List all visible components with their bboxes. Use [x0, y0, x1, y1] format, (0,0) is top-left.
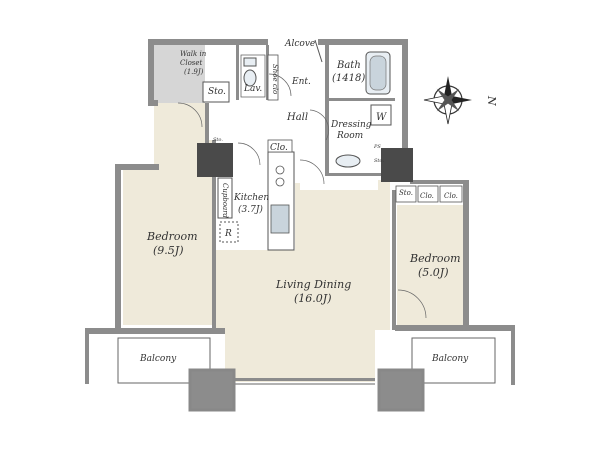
dressing-room-label-2: Room — [336, 131, 363, 141]
sink-icon — [270, 204, 290, 234]
compass-icon — [423, 76, 472, 125]
closet-right-2-label: Clo. — [444, 192, 458, 200]
balcony-right-floor — [411, 337, 496, 384]
refrigerator-label: R — [224, 229, 232, 239]
columns — [188, 143, 425, 412]
shoe-closet-label: Shoe clo — [271, 64, 279, 94]
entrance-label: Ent. — [291, 77, 311, 87]
living-dining-floor — [215, 180, 390, 382]
cupboard-label: Cupboard — [221, 183, 229, 219]
basin-icon — [335, 154, 361, 168]
doors — [177, 39, 427, 319]
bedroom-right-size: (5.0J) — [418, 266, 449, 279]
bedroom-left-floor — [123, 103, 215, 325]
small-tag-2: PS — [373, 144, 381, 150]
small-tag-3: Sto. — [374, 158, 384, 164]
closet-hall-label: Clo. — [270, 143, 288, 153]
toilet-icon — [243, 69, 257, 87]
walk-in-closet-label-2: Closet — [180, 59, 203, 67]
bath-size: (1418) — [332, 73, 365, 84]
walk-in-closet-floor — [153, 45, 205, 103]
walls — [85, 39, 515, 385]
washer-icon — [370, 104, 392, 126]
washer-label: W — [376, 112, 387, 123]
bath-label: Bath — [336, 60, 361, 71]
alcove-label: Alcove — [284, 39, 315, 49]
kitchen-size: (3.7J) — [238, 204, 263, 215]
hall-floor — [205, 100, 325, 140]
fixtures — [202, 51, 463, 251]
bedroom-right-label: Bedroom — [409, 252, 461, 265]
labels: Alcove Walk in Closet (1.9J) Sto. Lav. S… — [139, 39, 469, 364]
bedroom-left-label: Bedroom — [146, 230, 198, 243]
compass-north-label: N — [485, 95, 498, 106]
living-dining-label: Living Dining — [275, 278, 351, 291]
kitchen-label: Kitchen — [233, 193, 269, 203]
walk-in-closet-label-1: Walk in — [180, 50, 207, 58]
hall-label: Hall — [286, 112, 308, 123]
stove-icon — [275, 165, 285, 175]
dressing-room-label-1: Dressing — [330, 120, 372, 130]
balcony-right-label: Balcony — [431, 354, 469, 364]
small-tag-1: Sto. — [213, 137, 223, 143]
bedroom-right-floor — [397, 205, 465, 325]
walk-in-closet-size: (1.9J) — [184, 68, 204, 76]
bedroom-left-size: (9.5J) — [153, 244, 184, 257]
living-dining-size: (16.0J) — [294, 292, 332, 305]
lavatory-label: Lav. — [243, 84, 262, 94]
balcony-left-label: Balcony — [139, 354, 177, 364]
storage-2-label: Sto. — [399, 189, 413, 197]
kitchen-counter — [267, 151, 295, 251]
refrigerator-icon — [219, 221, 239, 243]
closet-right-1-label: Clo. — [420, 192, 434, 200]
storage-1-label: Sto. — [208, 87, 226, 97]
